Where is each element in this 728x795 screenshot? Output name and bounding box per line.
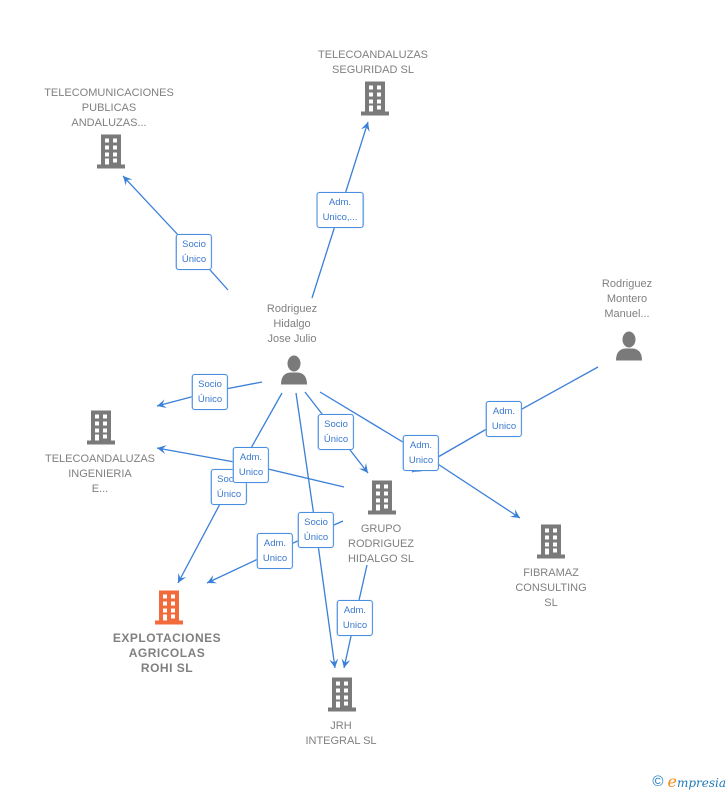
brand-logo: empresia (667, 772, 726, 791)
building-icon[interactable] (359, 81, 391, 121)
building-icon[interactable] (366, 480, 398, 520)
building-icon[interactable] (535, 524, 567, 564)
arrowhead-icon (207, 575, 218, 584)
footer-brand: © empresia (652, 772, 728, 791)
edge-label[interactable]: Adm. Unico,... (316, 192, 364, 228)
building-icon[interactable] (85, 410, 117, 450)
node-label-seguridad[interactable]: TELECOANDALUZAS SEGURIDAD SL (317, 49, 429, 76)
edge-label[interactable]: Socio Único (210, 469, 248, 505)
building-icon[interactable] (326, 677, 358, 717)
arrowhead-icon (510, 509, 520, 518)
arrowhead-icon (178, 572, 187, 583)
node-label-jose-julio[interactable]: Rodriguez Hidalgo Jose Julio (266, 303, 318, 345)
node-label-manuel[interactable]: Rodriguez Montero Manuel... (601, 278, 653, 320)
edge-label[interactable]: Adm. Unico (402, 435, 440, 471)
edge-line (122, 175, 229, 291)
arrowhead-icon (157, 445, 167, 455)
arrowhead-icon (341, 658, 351, 668)
brand-initial: e (667, 772, 677, 791)
copyright-icon: © (652, 773, 664, 790)
person-icon[interactable] (279, 355, 309, 390)
node-label-fibramaz[interactable]: FIBRAMAZ CONSULTING SL (515, 567, 587, 609)
edge-label[interactable]: Adm. Unico (232, 447, 270, 483)
building-icon[interactable] (95, 134, 127, 174)
edge-label[interactable]: Adm. Unico (485, 401, 523, 437)
edge-label[interactable]: Socio Único (175, 234, 213, 270)
node-label-telecomunicaciones[interactable]: TELECOMUNICACIONES PUBLICAS ANDALUZAS... (44, 87, 174, 129)
arrowhead-icon (360, 122, 370, 132)
edge-label[interactable]: Adm. Unico (256, 533, 294, 569)
arrowhead-icon (329, 658, 339, 668)
edge-jose_julio-to-telecomunicaciones (122, 175, 229, 291)
brand-name: mpresia (676, 776, 726, 790)
person-icon[interactable] (614, 331, 644, 366)
node-label-ingenieria[interactable]: TELECOANDALUZAS INGENIERIA E... (44, 453, 156, 495)
arrowhead-icon (358, 463, 368, 473)
node-label-explotaciones[interactable]: EXPLOTACIONES AGRICOLAS ROHI SL (112, 631, 222, 675)
arrowhead-icon (123, 176, 133, 186)
edge-label[interactable]: Adm. Unico (336, 600, 374, 636)
edge-label[interactable]: Socio Único (191, 374, 229, 410)
edge-label[interactable]: Socio Único (317, 414, 355, 450)
node-label-jrh[interactable]: JRH INTEGRAL SL (305, 720, 377, 747)
building-icon-highlight[interactable] (153, 590, 185, 630)
edge-label[interactable]: Socio Único (297, 512, 335, 548)
arrowhead-icon (157, 399, 167, 409)
node-label-grupo[interactable]: GRUPO RODRIGUEZ HIDALGO SL (347, 523, 415, 565)
